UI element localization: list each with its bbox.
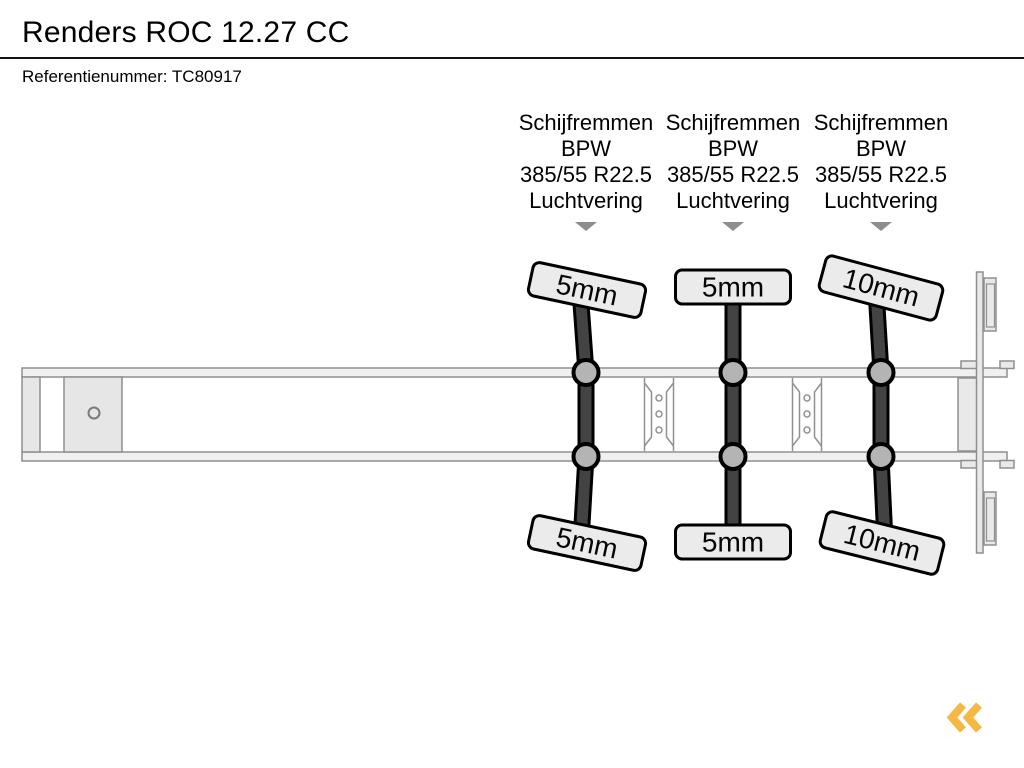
axle2-hub-top (718, 358, 748, 387)
kingpin (87, 406, 101, 420)
axle3-tread-top-label: 10mm (815, 252, 947, 324)
lamp-bracket-top (983, 277, 997, 332)
axle2-suspension: Luchtvering (676, 188, 790, 213)
front-end (21, 376, 123, 453)
rear-bracket-top (960, 360, 978, 370)
axle1-pointer-icon (575, 222, 597, 231)
axle2-brand: BPW (707, 136, 759, 161)
axle2-brake-type: Schijfremmen (665, 110, 801, 135)
axle3-bar-outline (867, 289, 894, 542)
axle1-hub-bottom (571, 442, 601, 471)
lamp-bracket-bottom (983, 491, 997, 546)
front-bumper-cap (21, 376, 41, 453)
axle1-spec-column: Schijfremmen BPW 385/55 R22.5 Luchtverin… (511, 110, 661, 231)
rear-cross-member (957, 377, 981, 452)
wheel-hubs (571, 358, 896, 471)
axle1-tread-bottom-label: 5mm (525, 512, 649, 574)
axle1-tread-top-label: 5mm (525, 259, 649, 321)
axle2-tread-top-label: 5mm (674, 268, 792, 306)
lamp-bottom (985, 497, 996, 542)
axle2-pointer-icon (722, 222, 744, 231)
reference-number: Referentienummer: TC80917 (22, 67, 242, 86)
rail-end-tab-top (999, 360, 1015, 370)
rear-light-bar (975, 271, 984, 554)
axle3-suspension: Luchtvering (824, 188, 938, 213)
double-chevron-left-icon (946, 702, 983, 733)
axle3-pointer-icon (870, 222, 892, 231)
axle1-hub-top (571, 358, 601, 387)
axle1-tire-size: 385/55 R22.5 (519, 162, 653, 187)
brand-logo (944, 702, 992, 739)
axle1-bar-outline (571, 289, 595, 542)
chassis-rail-bottom (21, 451, 1008, 462)
rail-end-tab-bottom (999, 459, 1015, 469)
header-divider (0, 57, 1024, 59)
axle1-brake-type: Schijfremmen (518, 110, 654, 135)
axle3-spec-column: Schijfremmen BPW 385/55 R22.5 Luchtverin… (806, 110, 956, 231)
lamp-top (985, 283, 996, 328)
axle2-spec-column: Schijfremmen BPW 385/55 R22.5 Luchtverin… (658, 110, 808, 231)
rear-end (957, 271, 1015, 554)
axle3-hub-top (866, 358, 896, 387)
cross-member-2 (791, 378, 823, 451)
axle3-brake-type: Schijfremmen (813, 110, 949, 135)
axle2-tire-size: 385/55 R22.5 (666, 162, 800, 187)
chassis-rails (21, 367, 1008, 462)
axle3-hub-bottom (866, 442, 896, 471)
axle3-brand: BPW (855, 136, 907, 161)
chassis-rail-top (21, 367, 1008, 378)
axle-bars (571, 287, 894, 542)
axle2-tread-bottom-label: 5mm (674, 523, 792, 561)
axle3-tire-size: 385/55 R22.5 (814, 162, 948, 187)
cross-member-1 (643, 378, 675, 451)
axle3-bar (870, 289, 891, 542)
axle1-brand: BPW (560, 136, 612, 161)
axle1-suspension: Luchtvering (529, 188, 643, 213)
axle2-hub-bottom (718, 442, 748, 471)
page-title: Renders ROC 12.27 CC (22, 16, 350, 49)
rear-bracket-bottom (960, 459, 978, 469)
axle3-tread-bottom-label: 10mm (817, 508, 947, 578)
axle1-bar (574, 289, 592, 542)
kingpin-plate (63, 376, 123, 453)
